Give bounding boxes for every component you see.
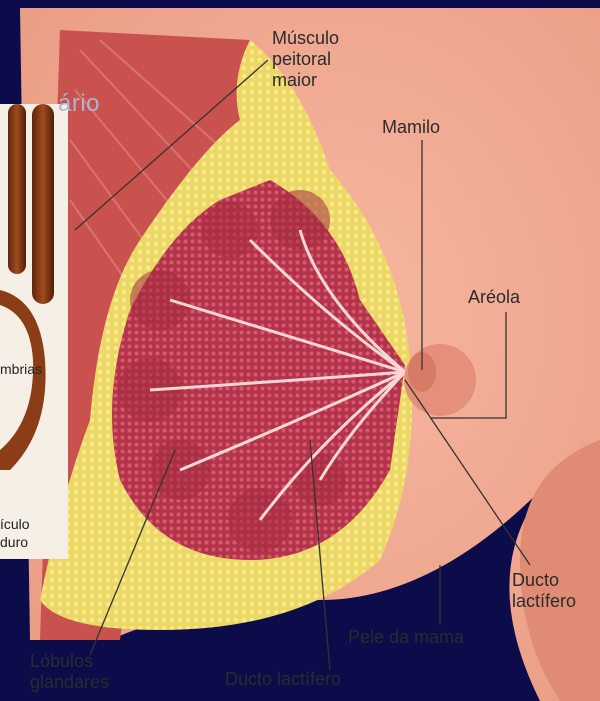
inset-panel [0, 104, 68, 559]
label-lactiferous-duct-bottom: Ducto lactífero [225, 669, 341, 690]
label-glandular-lobules: Lóbulos glandares [30, 651, 109, 693]
inset-label-follicle: ículo duro [0, 515, 30, 551]
slide-title-fragment: ário [58, 90, 100, 118]
label-lactiferous-duct-right: Ducto lactífero [512, 570, 576, 612]
inset-label-fimbrias: mbrias [0, 360, 42, 378]
label-nipple: Mamilo [382, 117, 440, 138]
label-pectoral-muscle: Músculo peitoral maior [272, 28, 339, 91]
label-breast-skin: Pele da mama [348, 627, 464, 648]
label-areola: Aréola [468, 287, 520, 308]
